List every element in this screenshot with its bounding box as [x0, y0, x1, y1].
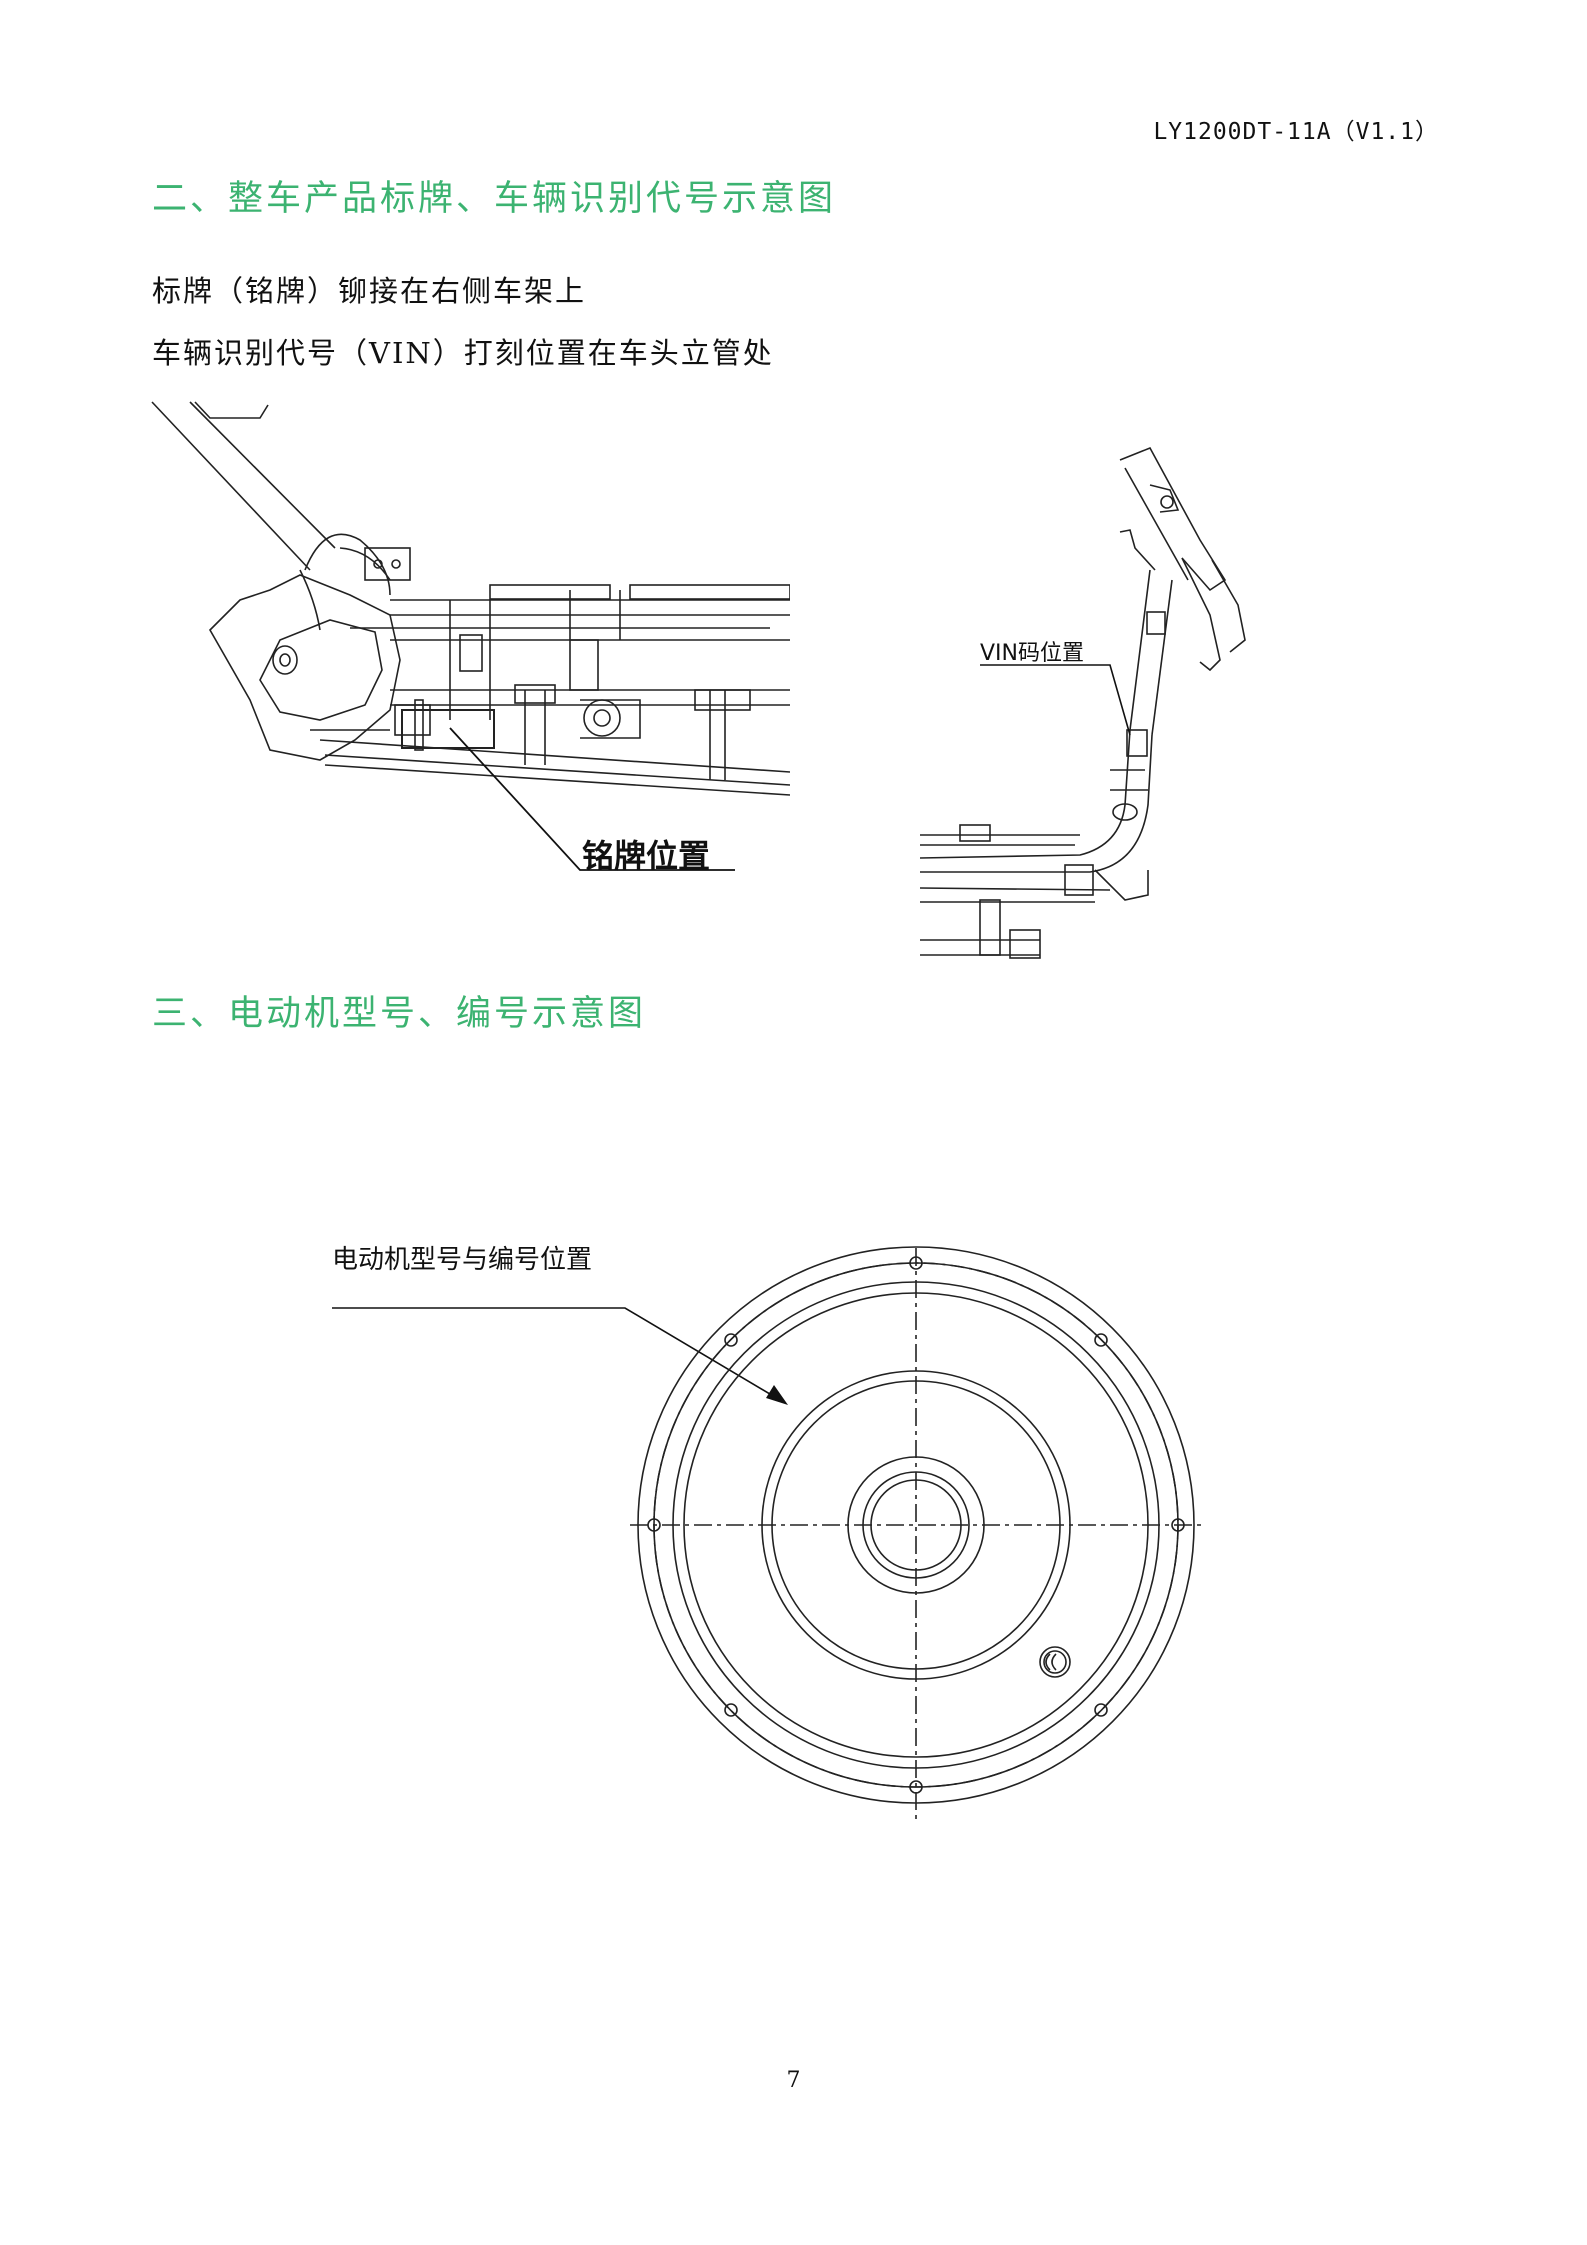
nameplate-location-text: 标牌（铭牌）铆接在右侧车架上	[152, 274, 587, 308]
motor-drawing: 电动机型号与编号位置	[332, 1245, 1202, 1822]
motor-label: 电动机型号与编号位置	[332, 1245, 592, 1275]
vin-position-label: VIN码位置	[980, 641, 1084, 666]
head-tube-vin-drawing: VIN码位置	[920, 446, 1246, 959]
frame-nameplate-drawing: 铭牌位置	[151, 401, 790, 875]
document-code: LY1200DT-11A（V1.1）	[1153, 119, 1439, 145]
arrow-head-icon	[766, 1385, 788, 1405]
vin-location-text: 车辆识别代号（VIN）打刻位置在车头立管处	[152, 336, 774, 370]
nameplate-position-label: 铭牌位置	[582, 837, 710, 875]
page-number: 7	[786, 2068, 801, 2093]
section-title-motor: 三、电动机型号、编号示意图	[152, 994, 647, 1034]
section-title-nameplate-vin: 二、整车产品标牌、车辆识别代号示意图	[152, 179, 837, 219]
